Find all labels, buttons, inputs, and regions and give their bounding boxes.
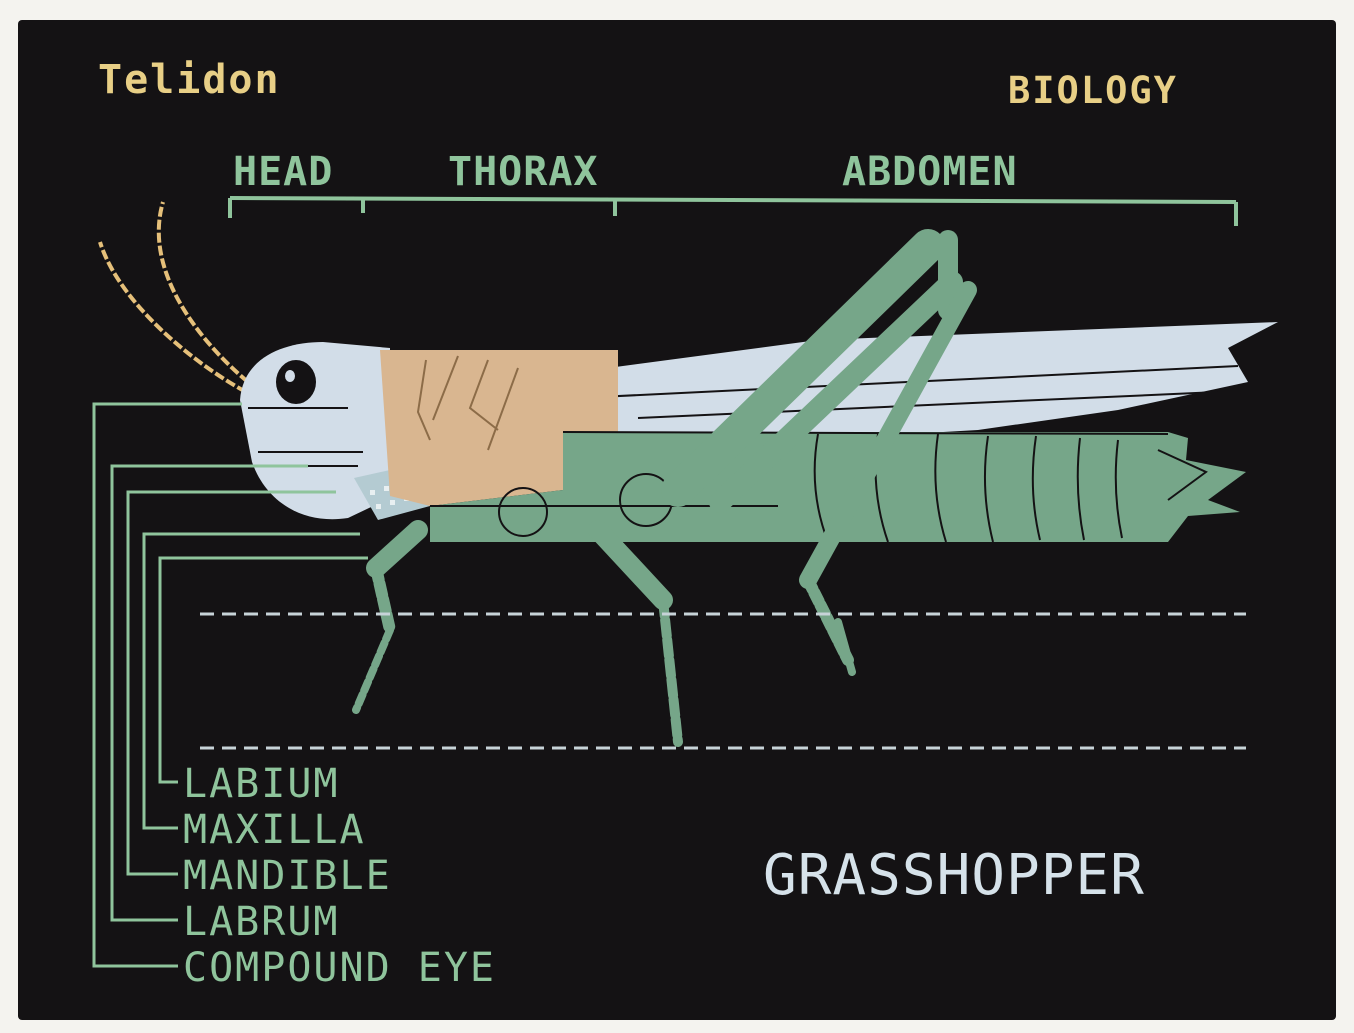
segment-label-thorax: THORAX [448, 152, 599, 192]
segment-bracket [230, 198, 1236, 226]
part-label-labrum: LABRUM [183, 902, 340, 942]
ground-lines [200, 614, 1246, 748]
middle-leg-icon [598, 530, 678, 742]
antenna-icon [100, 202, 248, 392]
segment-label-abdomen: ABDOMEN [842, 152, 1018, 192]
part-label-maxilla: MAXILLA [183, 810, 366, 850]
telidon-screen: Telidon BIOLOGY HEAD THORAX ABDOMEN LABI… [18, 20, 1336, 1020]
species-title: GRASSHOPPER [763, 848, 1145, 904]
part-label-labium: LABIUM [183, 764, 340, 804]
part-label-mandible: MANDIBLE [183, 856, 392, 896]
brand-title: Telidon [98, 60, 281, 100]
subject-title: BIOLOGY [1008, 72, 1178, 109]
part-label-compound-eye: COMPOUND EYE [183, 948, 496, 988]
segment-label-head: HEAD [233, 152, 333, 192]
